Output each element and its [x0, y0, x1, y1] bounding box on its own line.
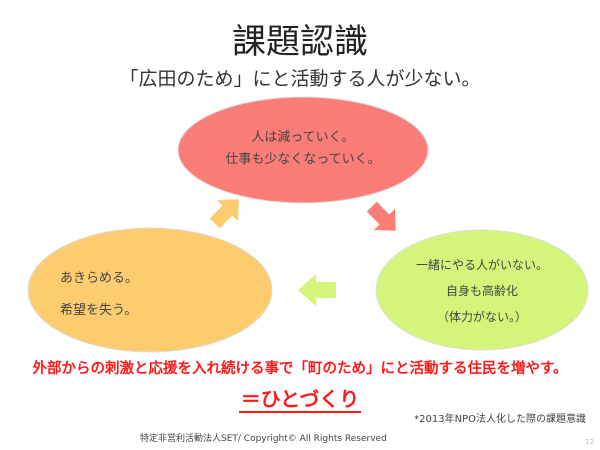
text-line: 希望を失う。 [60, 303, 138, 318]
text-line: 一緒にやる人がいない。 [415, 258, 548, 272]
footnote: *2013年NPO法人化した際の課題意識 [414, 414, 586, 425]
slide-title: 課題認識 [232, 22, 368, 62]
conclusion-text: ＝ひとづくり [238, 387, 362, 413]
key-message: 外部からの刺激と応援を入れ続ける事で「町のため」にと活動する住民を増やす。 [32, 361, 568, 377]
arrow-top-to-right [366, 201, 396, 231]
arrow-right-to-left [298, 274, 336, 306]
ellipse-top [177, 96, 429, 204]
arrow-left-to-top [209, 199, 239, 229]
ellipse-right [375, 229, 589, 351]
ellipse-left-text: あきらめる。 希望を失う。 [40, 263, 240, 327]
copyright: 特定非営利活動法人SET/ Copyright© All Rights Rese… [140, 434, 387, 444]
ellipse-right-text: 一緒にやる人がいない。 自身も高齢化 （体力がない。） [376, 252, 588, 330]
text-line: あきらめる。 [60, 271, 139, 286]
page-number: 12 [585, 438, 594, 446]
text-line: （体力がない。） [436, 310, 527, 324]
text-line: 人は減っていく。 [251, 130, 355, 145]
conclusion: ＝ひとづくり [0, 383, 600, 413]
ellipse-left [27, 227, 273, 353]
ellipse-top-text: 人は減っていく。 仕事も少なくなっていく。 [178, 127, 428, 171]
text-line: 仕事も少なくなっていく。 [225, 152, 381, 167]
text-line: 自身も高齢化 [445, 284, 518, 298]
slide-subtitle: 「広田のため」にと活動する人が少ない。 [119, 68, 481, 90]
